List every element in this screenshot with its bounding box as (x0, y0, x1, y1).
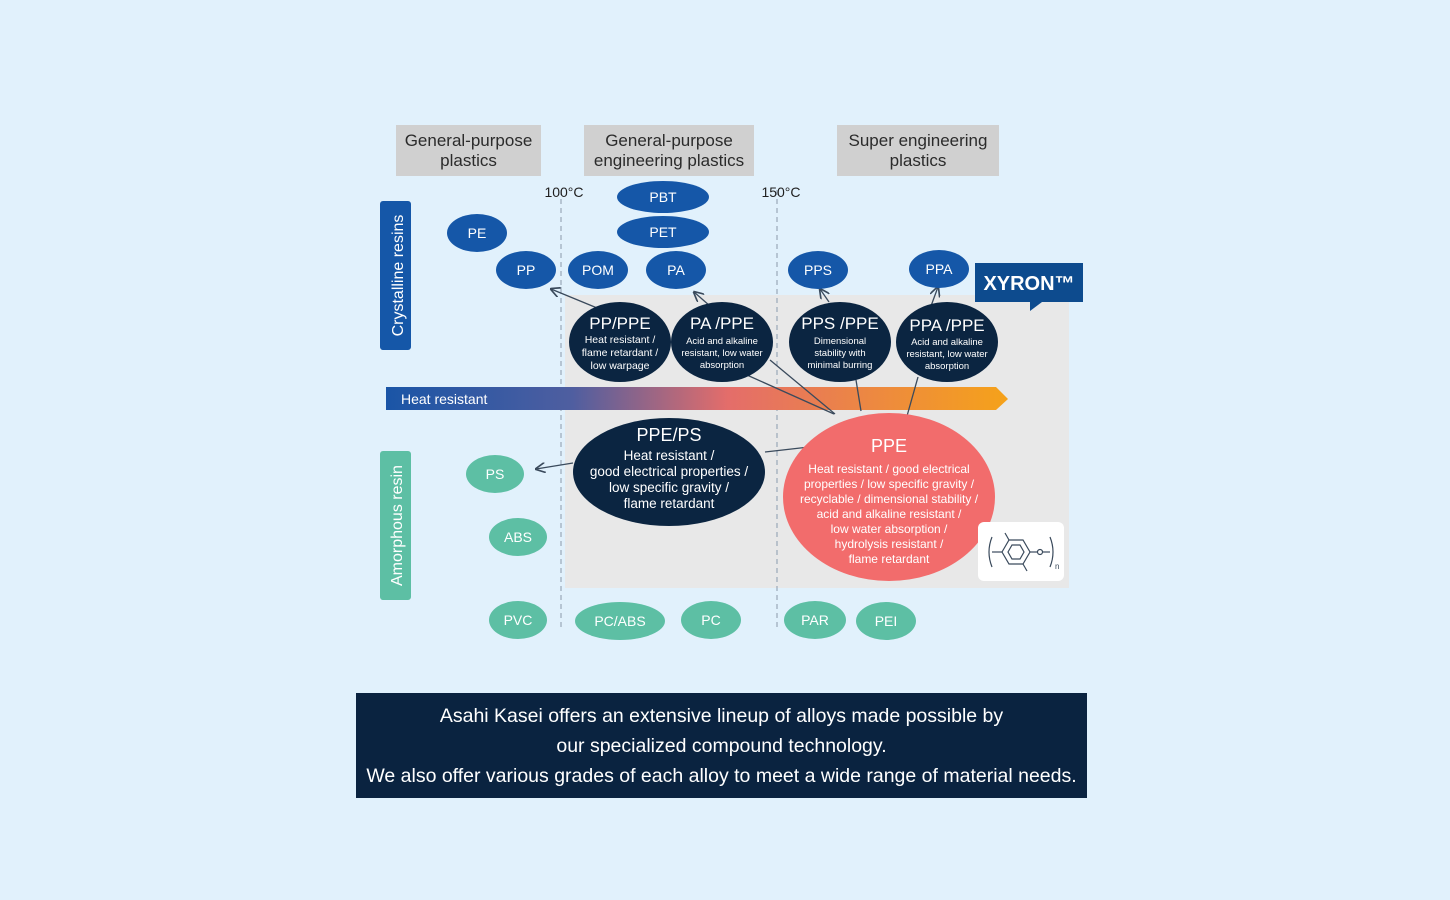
svg-text:recyclable / dimensional stabi: recyclable / dimensional stability / (800, 492, 979, 506)
svg-text:PP/PPE: PP/PPE (589, 314, 650, 333)
svg-text:low specific gravity /: low specific gravity / (609, 480, 729, 495)
svg-text:hydrolysis resistant /: hydrolysis resistant / (835, 537, 944, 551)
resin-pp: PP (496, 251, 556, 289)
resin-pps: PPS (788, 251, 848, 289)
resin-par: PAR (784, 601, 846, 639)
svg-text:PPE: PPE (871, 436, 907, 456)
svg-text:resistant, low water: resistant, low water (906, 349, 987, 360)
svg-text:Acid and alkaline: Acid and alkaline (686, 336, 758, 347)
alloy-pp-ppe: PP/PPE Heat resistant / flame retardant … (569, 302, 671, 382)
svg-text:flame retardant: flame retardant (849, 552, 930, 566)
resin-ps: PS (466, 455, 524, 493)
svg-text:engineering plastics: engineering plastics (594, 151, 744, 170)
resin-pa: PA (646, 251, 706, 289)
alloy-ppe-ps: PPE/PS Heat resistant / good electrical … (573, 418, 765, 526)
svg-text:PA: PA (667, 262, 685, 278)
svg-text:Heat resistant /: Heat resistant / (624, 448, 715, 463)
svg-text:General-purpose: General-purpose (405, 131, 533, 150)
svg-text:POM: POM (582, 262, 614, 278)
alloy-pa-ppe: PA /PPE Acid and alkaline resistant, low… (671, 302, 773, 382)
svg-text:General-purpose: General-purpose (605, 131, 733, 150)
heat-resistant-arrow: Heat resistant (386, 387, 1008, 410)
svg-text:PPA /PPE: PPA /PPE (909, 316, 984, 335)
svg-text:PP: PP (517, 262, 536, 278)
category-general-purpose: General-purpose plastics (396, 125, 541, 176)
resin-pet: PET (617, 216, 709, 248)
svg-text:flame retardant /: flame retardant / (582, 347, 659, 359)
svg-text:flame retardant: flame retardant (624, 496, 715, 511)
svg-text:PPS: PPS (804, 262, 832, 278)
svg-text:PS: PS (486, 466, 505, 482)
svg-text:absorption: absorption (925, 361, 969, 372)
svg-text:Acid and alkaline: Acid and alkaline (911, 337, 983, 348)
svg-text:low warpage: low warpage (591, 360, 650, 372)
svg-text:PPE/PS: PPE/PS (636, 425, 701, 445)
resin-pc: PC (681, 601, 741, 639)
base-ppe: PPE Heat resistant / good electrical pro… (783, 413, 995, 581)
category-engineering: General-purpose engineering plastics (584, 125, 754, 176)
svg-text:acid and alkaline resistant /: acid and alkaline resistant / (817, 507, 962, 521)
ppe-structure-icon: n (978, 522, 1064, 581)
caption-line: our specialized compound technology. (556, 734, 887, 757)
svg-text:absorption: absorption (700, 360, 744, 371)
resin-ppa: PPA (909, 250, 969, 288)
svg-text:Crystalline resins: Crystalline resins (390, 215, 407, 337)
temp-label-150: 150°C (761, 184, 800, 200)
svg-text:plastics: plastics (440, 151, 497, 170)
svg-text:stability with: stability with (814, 348, 865, 359)
xyron-brand-tag: XYRON™ (975, 263, 1083, 311)
resin-pei: PEI (856, 602, 916, 640)
svg-text:Heat resistant: Heat resistant (401, 391, 487, 407)
category-super-engineering: Super engineering plastics (837, 125, 999, 176)
svg-text:Super engineering: Super engineering (849, 131, 988, 150)
svg-text:Heat resistant /: Heat resistant / (585, 334, 656, 346)
svg-text:Dimensional: Dimensional (814, 336, 866, 347)
svg-text:minimal burring: minimal burring (808, 360, 873, 371)
row-label-crystalline: Crystalline resins (380, 201, 411, 350)
svg-text:PC/ABS: PC/ABS (594, 613, 645, 629)
resin-pbt: PBT (617, 181, 709, 213)
caption-line: We also offer various grades of each all… (366, 764, 1077, 787)
svg-text:PPS /PPE: PPS /PPE (801, 314, 878, 333)
svg-text:PAR: PAR (801, 612, 829, 628)
svg-text:ABS: ABS (504, 529, 532, 545)
svg-text:good electrical properties /: good electrical properties / (590, 464, 749, 479)
svg-text:properties / low specific grav: properties / low specific gravity / (804, 477, 975, 491)
svg-text:Heat resistant / good electric: Heat resistant / good electrical (808, 462, 969, 476)
svg-text:PC: PC (701, 612, 720, 628)
svg-text:PPA: PPA (926, 261, 954, 277)
caption-line: Asahi Kasei offers an extensive lineup o… (439, 704, 1004, 727)
svg-text:n: n (1055, 562, 1059, 571)
svg-text:Amorphous resin: Amorphous resin (389, 465, 406, 586)
svg-text:PET: PET (649, 224, 677, 240)
row-label-amorphous: Amorphous resin (380, 451, 411, 600)
resin-pvc: PVC (489, 601, 547, 639)
svg-text:resistant, low water: resistant, low water (681, 348, 762, 359)
svg-text:XYRON™: XYRON™ (983, 273, 1074, 295)
svg-text:plastics: plastics (890, 151, 947, 170)
resin-alloy-diagram: General-purpose plastics General-purpose… (380, 125, 1083, 640)
alloy-pps-ppe: PPS /PPE Dimensional stability with mini… (789, 302, 891, 382)
svg-text:PVC: PVC (504, 612, 533, 628)
svg-text:PE: PE (468, 225, 487, 241)
caption-box: Asahi Kasei offers an extensive lineup o… (356, 693, 1087, 798)
alloy-ppa-ppe: PPA /PPE Acid and alkaline resistant, lo… (896, 302, 998, 382)
temp-label-100: 100°C (544, 184, 583, 200)
resin-pc-abs: PC/ABS (575, 602, 665, 640)
svg-text:PEI: PEI (875, 613, 898, 629)
svg-text:low water absorption /: low water absorption / (831, 522, 948, 536)
resin-pe: PE (447, 214, 507, 252)
resin-abs: ABS (489, 518, 547, 556)
svg-text:PA /PPE: PA /PPE (690, 314, 754, 333)
svg-text:PBT: PBT (649, 189, 677, 205)
resin-pom: POM (568, 251, 628, 289)
